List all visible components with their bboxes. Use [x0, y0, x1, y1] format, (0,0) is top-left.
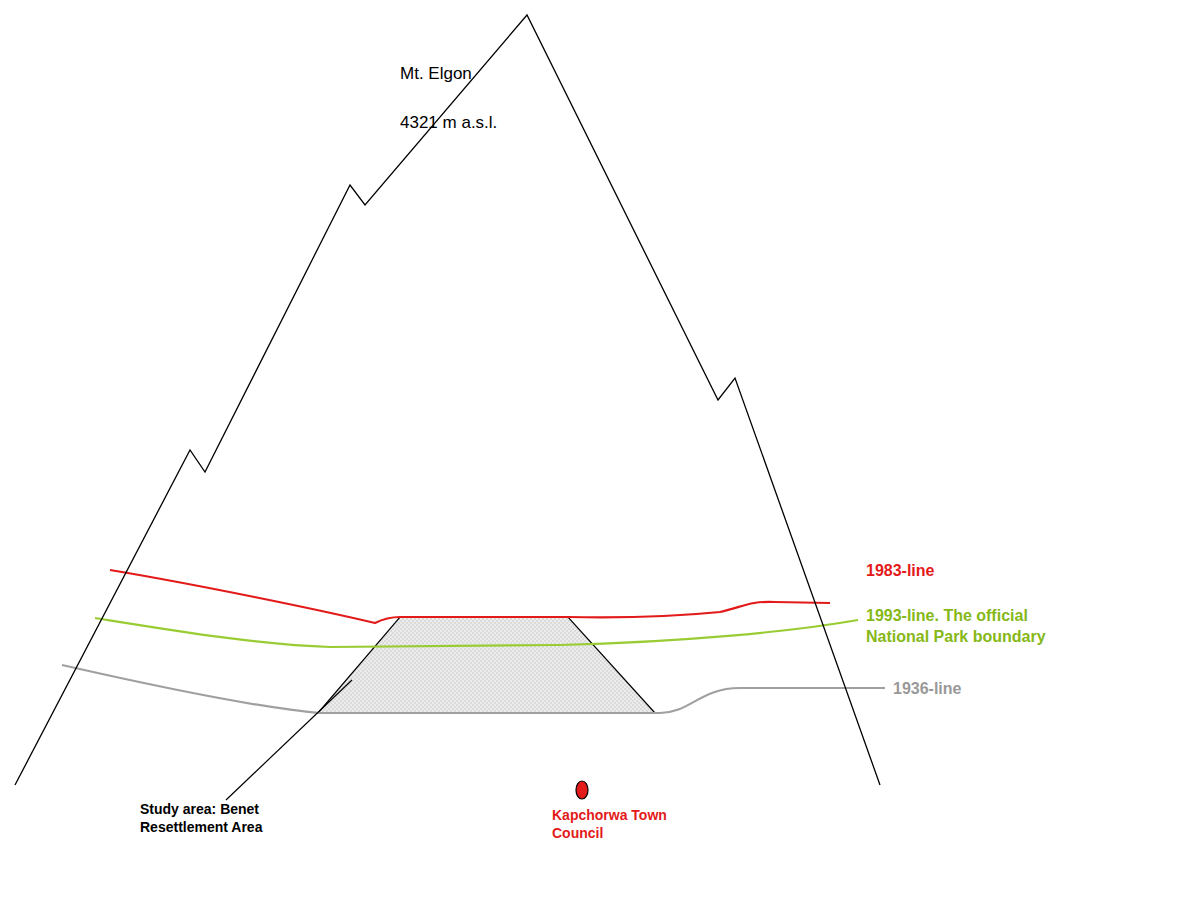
town-label: Kapchorwa Town Council [552, 806, 692, 842]
line-label-1993: 1993-line. The official National Park bo… [866, 606, 1081, 648]
leader-line [226, 680, 352, 800]
mountain-name: Mt. Elgon [400, 64, 472, 84]
boundary-1936 [62, 665, 885, 713]
elevation-label: 4321 m a.s.l. [400, 113, 497, 133]
boundary-1993 [95, 618, 858, 647]
town-dot [576, 781, 588, 799]
study-area [318, 617, 655, 713]
mountain-outline-path [15, 15, 880, 785]
line-label-1983: 1983-line [866, 561, 934, 582]
study-area-label: Study area: Benet Resettlement Area [140, 800, 310, 836]
line-label-1936: 1936-line [893, 679, 961, 700]
mountain-outline: Mt. Elgon 4321 m a.s.l. [12, 12, 884, 787]
boundary-1983 [110, 570, 830, 623]
